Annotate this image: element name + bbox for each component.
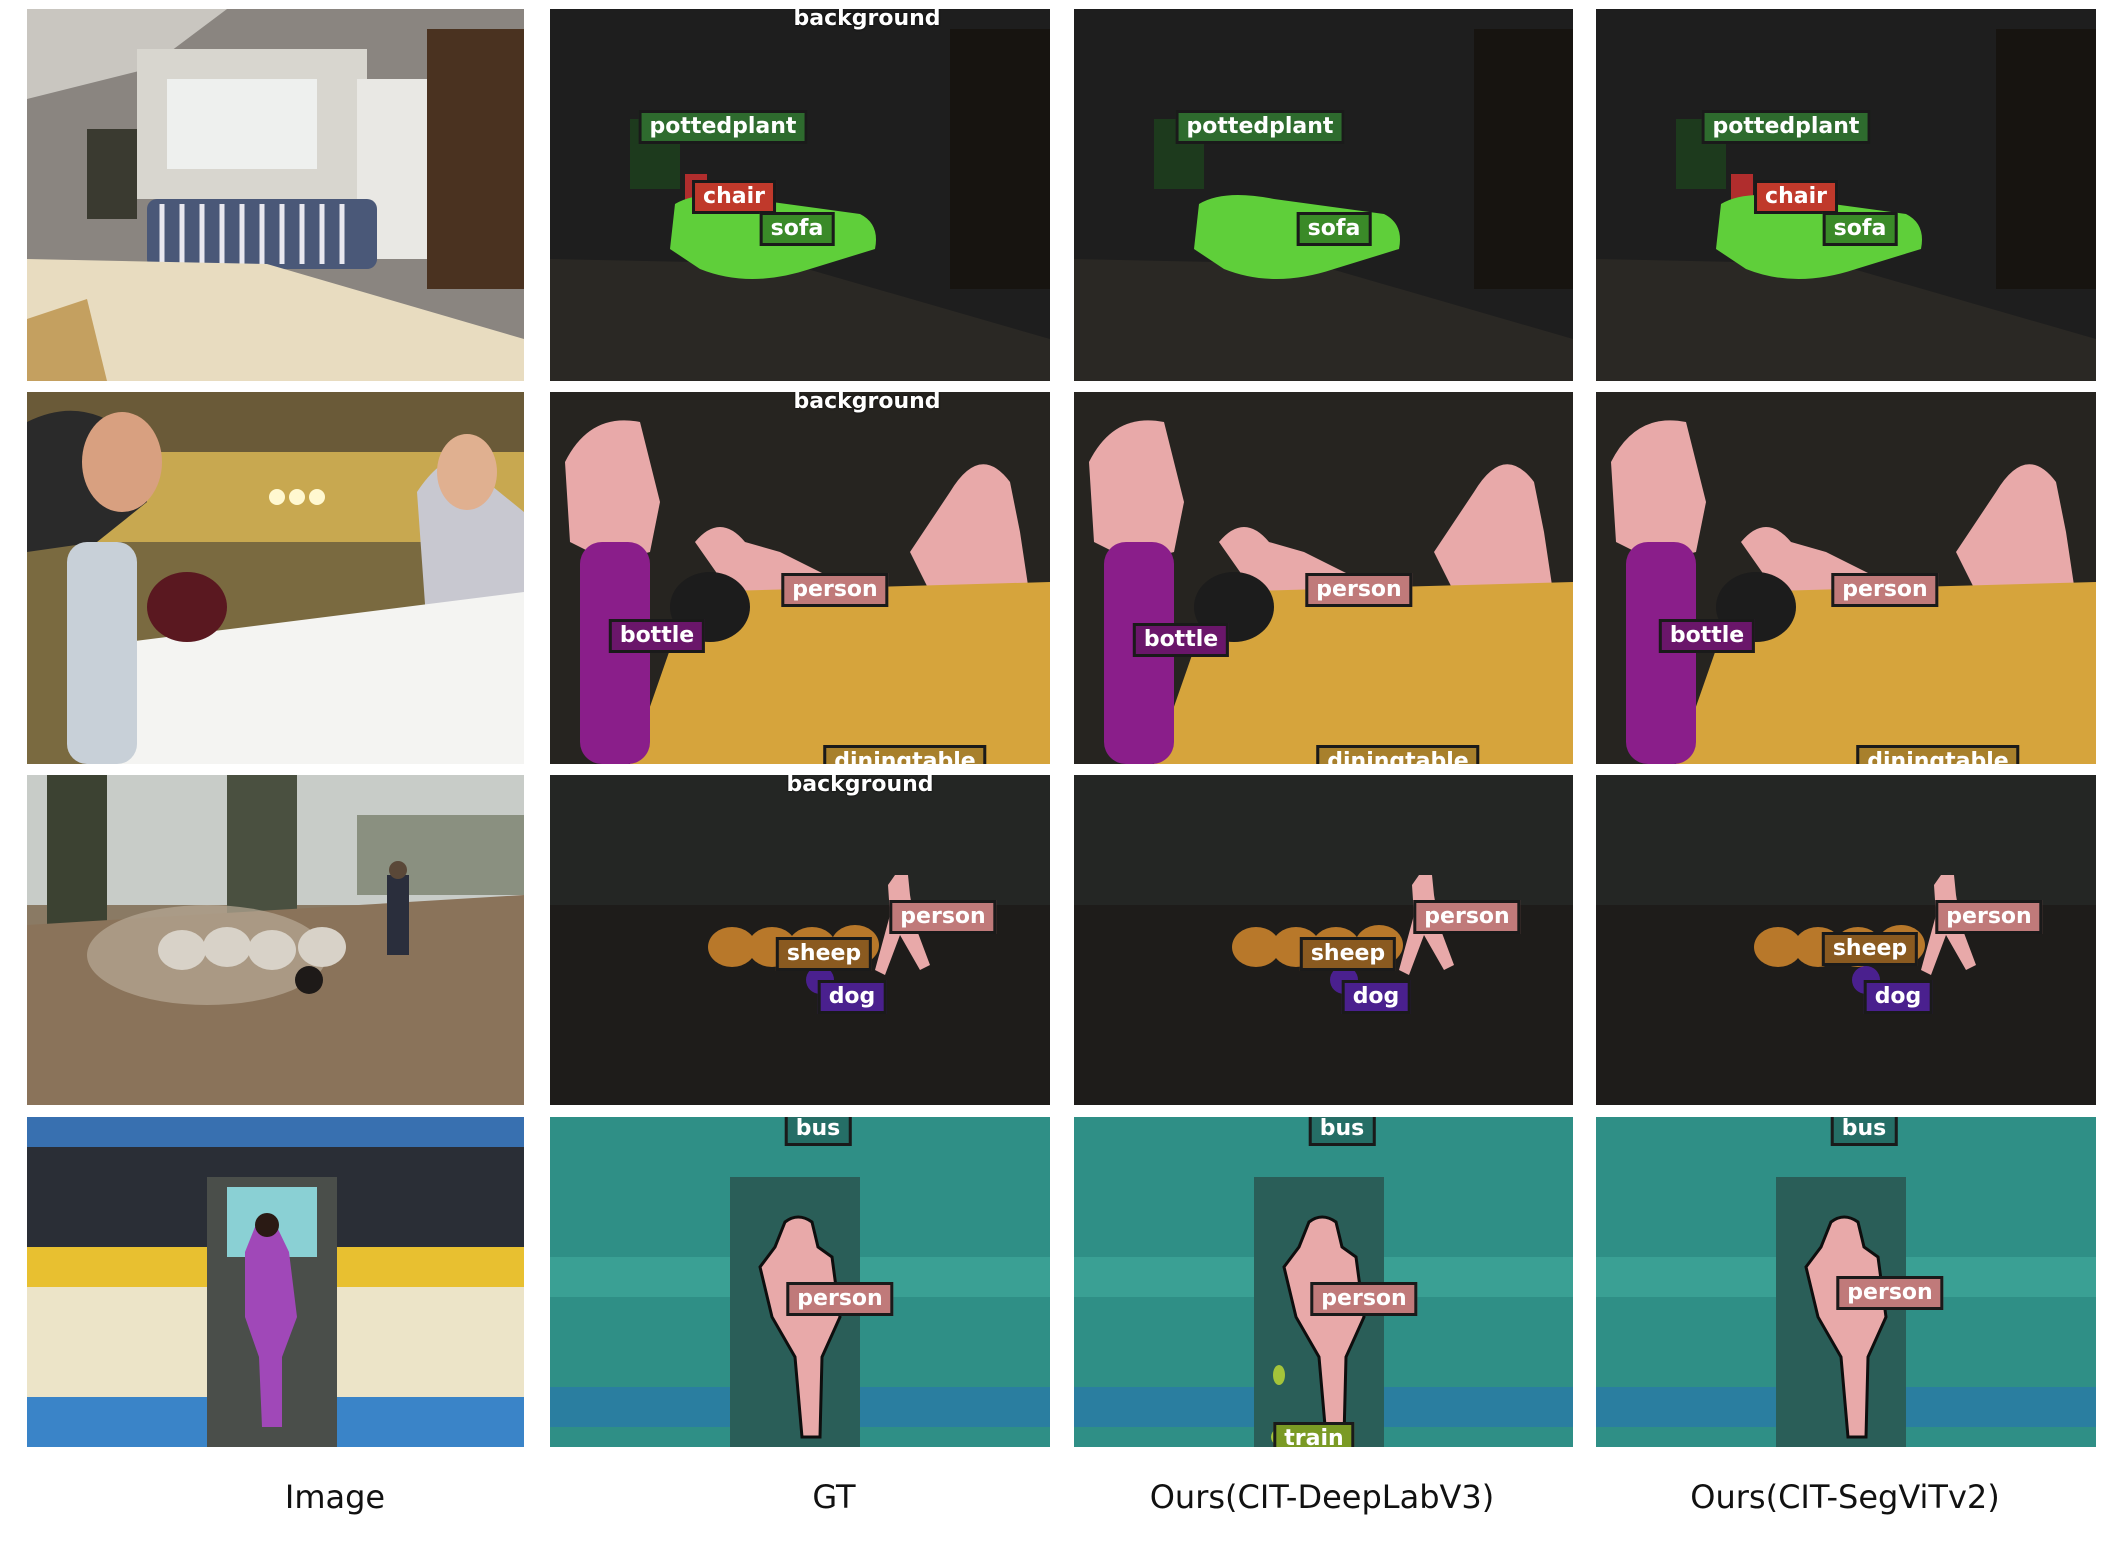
label-pottedplant: pottedplant — [1701, 110, 1871, 144]
row1-gt: background pottedplant chair sofa — [550, 9, 1050, 381]
row3-deeplab: person sheep dog — [1074, 775, 1573, 1105]
label-background: background — [793, 9, 941, 31]
caption-gt: GT — [812, 1478, 856, 1516]
label-chair: chair — [1754, 180, 1838, 214]
label-background: background — [793, 392, 941, 414]
label-person: person — [1305, 573, 1413, 607]
label-bottle: bottle — [1132, 623, 1230, 657]
label-dog: dog — [1341, 980, 1411, 1014]
label-diningtable: diningtable — [823, 745, 987, 764]
row4-deeplab: bus person train — [1074, 1117, 1573, 1447]
row4-gt: bus person — [550, 1117, 1050, 1447]
label-bottle: bottle — [1658, 619, 1756, 653]
label-pottedplant: pottedplant — [1175, 110, 1345, 144]
label-person: person — [1831, 573, 1939, 607]
label-sheep: sheep — [1821, 932, 1919, 966]
label-bottle: bottle — [608, 619, 706, 653]
label-person: person — [781, 573, 889, 607]
caption-segvit: Ours(CIT-SegViTv2) — [1690, 1478, 2000, 1516]
label-background: background — [786, 775, 934, 797]
label-sheep: sheep — [775, 937, 873, 971]
label-person: person — [1413, 900, 1521, 934]
row3-gt: background person sheep dog — [550, 775, 1050, 1105]
label-train: train — [1273, 1422, 1355, 1447]
row2-deeplab: person bottle diningtable — [1074, 392, 1573, 764]
label-bus: bus — [1830, 1117, 1898, 1146]
row2-gt: background person bottle diningtable — [550, 392, 1050, 764]
row3-image — [27, 775, 524, 1105]
label-sofa: sofa — [1822, 212, 1898, 246]
row1-segvit: pottedplant chair sofa — [1596, 9, 2096, 381]
label-dog: dog — [817, 980, 887, 1014]
caption-deeplab: Ours(CIT-DeepLabV3) — [1149, 1478, 1495, 1516]
row1-image — [27, 9, 524, 381]
label-diningtable: diningtable — [1856, 745, 2020, 764]
row2-image — [27, 392, 524, 764]
label-diningtable: diningtable — [1316, 745, 1480, 764]
label-bus: bus — [784, 1117, 852, 1146]
row4-image — [27, 1117, 524, 1447]
label-bus: bus — [1308, 1117, 1376, 1146]
label-sofa: sofa — [759, 212, 835, 246]
row3-segvit: person sheep dog — [1596, 775, 2096, 1105]
label-person: person — [786, 1282, 894, 1316]
label-person: person — [1310, 1282, 1418, 1316]
row4-segvit: bus person — [1596, 1117, 2096, 1447]
label-chair: chair — [692, 180, 776, 214]
label-dog: dog — [1863, 980, 1933, 1014]
row2-segvit: person bottle diningtable — [1596, 392, 2096, 764]
label-person: person — [1836, 1276, 1944, 1310]
row1-deeplab: pottedplant sofa — [1074, 9, 1573, 381]
caption-image: Image — [284, 1478, 386, 1516]
label-pottedplant: pottedplant — [638, 110, 808, 144]
label-person: person — [1935, 900, 2043, 934]
label-person: person — [889, 900, 997, 934]
label-sofa: sofa — [1296, 212, 1372, 246]
label-sheep: sheep — [1299, 937, 1397, 971]
